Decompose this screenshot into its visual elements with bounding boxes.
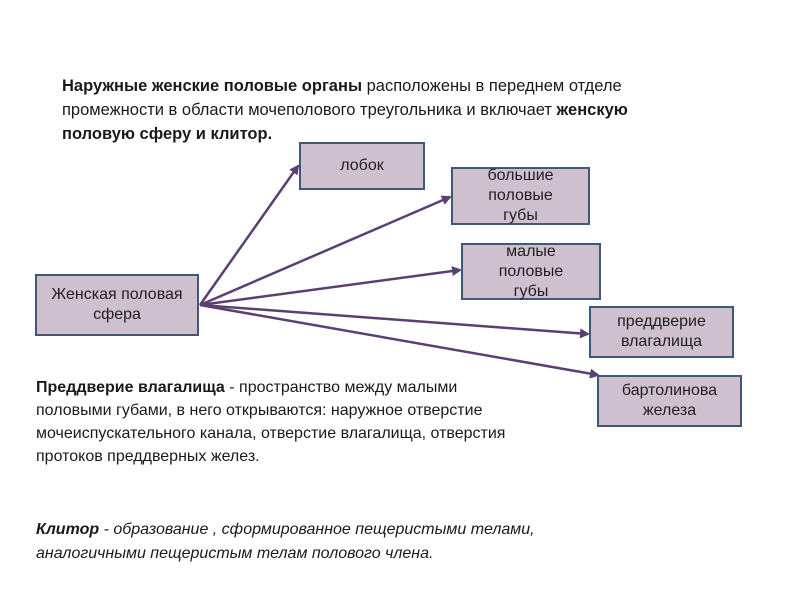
arrow-to-labia-minora <box>199 266 462 307</box>
box-pubis: лобок <box>299 142 425 190</box>
intro-term: Наружные женские половые органы <box>62 77 363 95</box>
intro-paragraph: Наружные женские половые органы располож… <box>62 74 702 146</box>
clitoris-definition: Клитор - образование , сформированное пе… <box>36 518 556 566</box>
box-female-genital-sphere: Женская половая сфера <box>35 274 199 336</box>
box-label: Женская половая сфера <box>51 286 183 323</box>
clitoris-term: Клитор <box>36 521 100 538</box>
arrow-to-bartholin <box>199 303 600 379</box>
box-label: преддверие влагалища <box>617 313 706 350</box>
vestibule-definition: Преддверие влагалища - пространство межд… <box>36 376 506 468</box>
box-labia-majora: большие половые губы <box>451 167 590 225</box>
box-label: большие половые губы <box>487 167 554 224</box>
box-label: малые половые губы <box>498 242 564 300</box>
vestibule-term: Преддверие влагалища <box>36 379 225 396</box>
box-labia-minora: малые половые губы <box>461 243 601 300</box>
intro-text: расположены в переднем отделе промежност… <box>62 77 622 119</box>
box-bartholin-gland: бартолинова железа <box>597 375 742 427</box>
arrow-to-vestibule <box>199 303 590 339</box>
box-label: бартолинова железа <box>621 382 718 419</box>
vestibule-text: - пространство между малыми половыми губ… <box>36 379 506 465</box>
clitoris-text: - образование , сформированное пещеристы… <box>36 521 535 562</box>
arrow-to-labia-majora <box>199 195 452 307</box>
box-vestibule: преддверие влагалища <box>589 306 734 358</box>
arrow-to-pubis <box>198 164 300 306</box>
intro-emphasis: женскую половую сферу и клитор. <box>62 101 628 143</box>
box-label: лобок <box>340 157 384 174</box>
